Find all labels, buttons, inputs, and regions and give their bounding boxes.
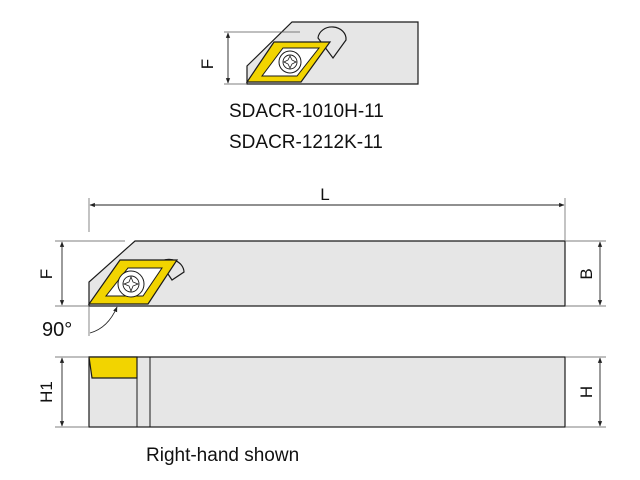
end-view-body [88, 356, 566, 428]
model-code-1: SDACR-1010H-11 [229, 101, 384, 122]
caption: Right-hand shown [146, 445, 299, 466]
dim-label-width: B [577, 268, 596, 279]
angle-label: 90° [42, 319, 72, 341]
small-clamp-lobe [317, 26, 347, 60]
main-holder-body [88, 240, 566, 307]
holder-end-view: H1 H [37, 356, 606, 428]
dim-label-side-f: F [37, 269, 56, 279]
torx-screw-icon [278, 50, 302, 74]
torx-screw-icon [117, 270, 145, 298]
main-holder-view: L F B 90° [37, 185, 606, 341]
dim-label-height: H [577, 386, 596, 398]
end-view-insert [88, 356, 138, 379]
dim-label-length: L [320, 185, 329, 204]
dim-label-top-f: F [198, 59, 217, 69]
dim-label-height1: H1 [37, 381, 56, 403]
model-code-2: SDACR-1212K-11 [229, 132, 383, 153]
small-holder-view: F [198, 21, 419, 85]
